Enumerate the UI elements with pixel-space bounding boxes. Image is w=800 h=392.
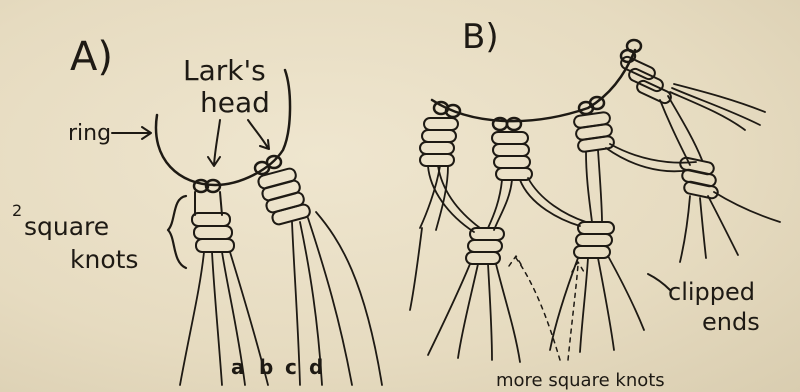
ring-arrow [112, 127, 151, 139]
more-square-knots-label: more square knots [496, 370, 665, 391]
larks-head-arrow-left [208, 120, 220, 166]
panel-a-label: A) [70, 34, 113, 80]
cord-label-c: c [285, 355, 297, 379]
cord-label-a: a [231, 355, 245, 379]
more-square-knots-pointers [509, 256, 584, 360]
cord-ends-b [410, 192, 780, 362]
square-knots-label-line3: knots [70, 245, 138, 274]
panel-b-label: B) [462, 17, 499, 57]
lower-square-knot-2 [574, 222, 614, 258]
larks-head-label-line2: head [200, 86, 270, 119]
square-knots-brace [168, 196, 186, 268]
larks-head-label-line1: Lark's [183, 54, 266, 87]
cords-right [292, 212, 382, 385]
panel-a: A) ring Lark's head [12, 34, 382, 385]
larks-head-arrow-right [248, 120, 269, 149]
knot-stack-b3 [573, 112, 614, 153]
square-knot-stack-right [257, 167, 311, 225]
knot-stack-b2 [492, 132, 532, 180]
clipped-ends-pointer [648, 274, 670, 290]
cord-label-b: b [259, 355, 273, 379]
clipped-ends-label-line2: ends [702, 308, 760, 336]
knot-stack-b1 [420, 118, 458, 166]
cords-left [180, 252, 268, 385]
square-knots-label-line2: square [24, 212, 109, 241]
clipped-ends-label-line1: clipped [668, 278, 755, 306]
ring-b [432, 50, 635, 121]
ring-label: ring [68, 121, 111, 146]
panel-b: B) [410, 17, 780, 391]
cord-label-d: d [309, 355, 323, 379]
square-knot-stack-left [192, 192, 234, 252]
lower-square-knot-1 [466, 228, 504, 264]
square-knots-label-line1: 2 [12, 201, 22, 220]
